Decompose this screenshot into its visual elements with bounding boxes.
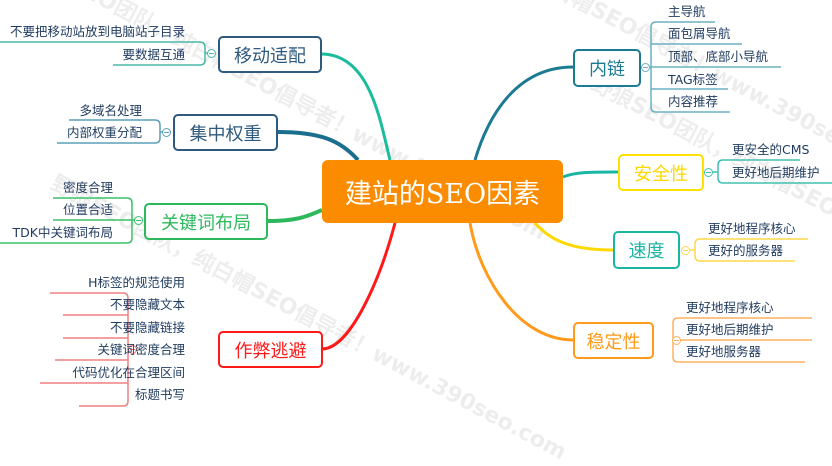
subtopic[interactable]: 更好地后期维护 xyxy=(732,165,820,180)
subtopic[interactable]: 代码优化在合理区间 xyxy=(72,365,185,380)
collapse-icon[interactable] xyxy=(704,168,713,177)
subtopic[interactable]: TAG标签 xyxy=(668,72,718,87)
subtopic[interactable]: 主导航 xyxy=(668,4,706,19)
subtopic[interactable]: 不要隐藏文本 xyxy=(109,297,185,312)
subtopic[interactable]: TDK中关键词布局 xyxy=(12,225,113,240)
collapse-icon[interactable] xyxy=(134,216,143,225)
collapse-icon[interactable] xyxy=(128,345,137,354)
subtopic[interactable]: 内部权重分配 xyxy=(66,125,142,140)
subtopic[interactable]: 更安全的CMS xyxy=(732,142,810,157)
collapse-icon[interactable] xyxy=(681,246,690,255)
subtopic[interactable]: 关键词密度合理 xyxy=(97,342,185,357)
subtopic[interactable]: 更好地后期维护 xyxy=(686,322,774,337)
connector-lines xyxy=(0,21,832,407)
subtopic[interactable]: 位置合适 xyxy=(62,202,113,217)
subtopic[interactable]: 不要把移动站放到电脑站子目录 xyxy=(9,24,185,39)
subtopic[interactable]: 不要隐藏链接 xyxy=(109,320,185,335)
collapse-icon[interactable] xyxy=(641,63,650,72)
collapse-icon[interactable] xyxy=(672,336,681,345)
subtopic[interactable]: 密度合理 xyxy=(62,180,113,195)
subtopic[interactable]: 面包屑导航 xyxy=(668,26,731,41)
subtopic[interactable]: 多域名处理 xyxy=(79,103,142,118)
subtopic[interactable]: 标题书写 xyxy=(134,387,185,402)
collapse-icon[interactable] xyxy=(207,49,216,58)
topic-speed[interactable]: 速度 xyxy=(613,231,680,269)
subtopic[interactable]: 内容推荐 xyxy=(668,94,719,109)
topic-weight[interactable]: 集中权重 xyxy=(173,114,278,151)
subtopic[interactable]: 更好地程序核心 xyxy=(708,221,796,236)
subtopic[interactable]: 顶部、底部小导航 xyxy=(668,49,769,64)
topic-keyword[interactable]: 关键词布局 xyxy=(144,203,268,240)
central-topic[interactable]: 建站的SEO因素 xyxy=(322,160,563,223)
topic-security[interactable]: 安全性 xyxy=(618,154,704,191)
subtopic[interactable]: 更好地服务器 xyxy=(686,344,762,359)
subtopic[interactable]: H标签的规范使用 xyxy=(88,275,185,290)
topic-internal-links[interactable]: 内链 xyxy=(573,49,641,87)
subtopic[interactable]: 要数据互通 xyxy=(122,47,185,62)
subtopic[interactable]: 更好地程序核心 xyxy=(686,300,774,315)
topic-cheat[interactable]: 作弊逃避 xyxy=(218,331,323,368)
topic-stability[interactable]: 稳定性 xyxy=(573,322,654,359)
collapse-icon[interactable] xyxy=(162,128,171,137)
topic-mobile[interactable]: 移动适配 xyxy=(218,36,322,73)
subtopic[interactable]: 更好的服务器 xyxy=(708,243,784,258)
